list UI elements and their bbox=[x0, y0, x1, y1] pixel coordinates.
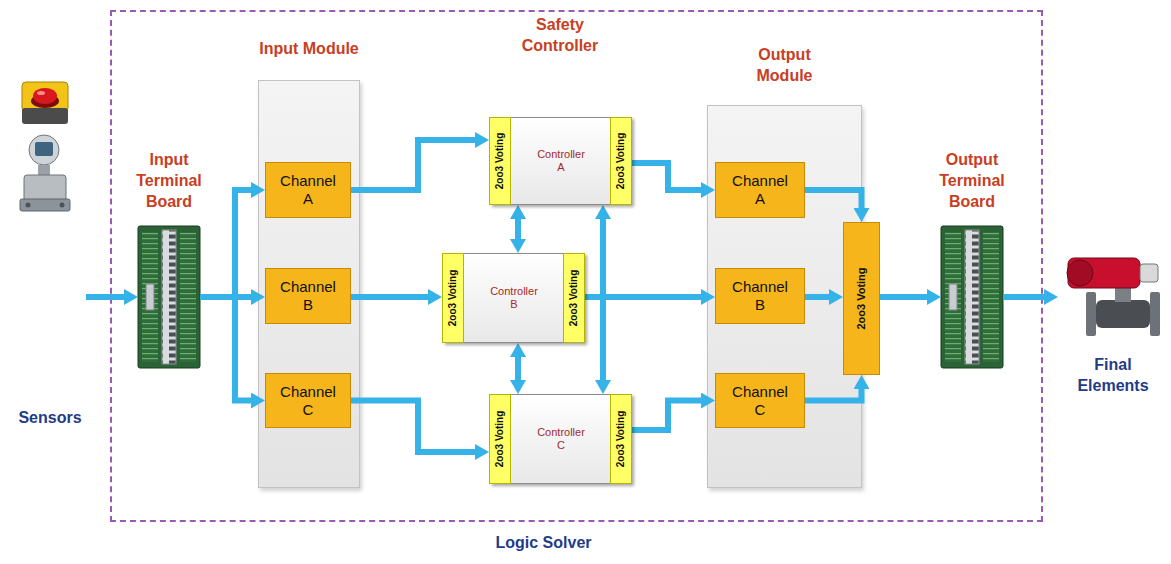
voting-label: 2oo3 Voting bbox=[615, 411, 627, 467]
voting-label: 2oo3 Voting bbox=[568, 270, 580, 326]
signal-arrow bbox=[805, 294, 831, 300]
voting-block: 2oo3 Voting bbox=[843, 222, 880, 375]
channel-box: Channel A bbox=[715, 162, 805, 218]
controller-box: Controller A 2oo3 Voting 2oo3 Voting bbox=[490, 117, 632, 205]
actuator-cylinder bbox=[1067, 260, 1093, 286]
channel-label: Channel B bbox=[280, 278, 336, 314]
transmitter-neck bbox=[38, 165, 50, 175]
module-panel: Input ModuleChannel AChannel BChannel C bbox=[258, 80, 360, 488]
channel-box: Channel B bbox=[715, 268, 805, 324]
voting-label: 2oo3 Voting bbox=[615, 133, 627, 189]
output-board-picture bbox=[941, 226, 1003, 368]
input-board-picture bbox=[138, 226, 200, 368]
voting-strip: 2oo3 Voting bbox=[442, 253, 464, 343]
module-heading: Output Module bbox=[757, 44, 813, 86]
signal-arrow bbox=[805, 387, 862, 401]
channel-label: Channel B bbox=[732, 278, 788, 314]
voting-strip: 2oo3 Voting bbox=[489, 394, 511, 484]
terminal-board: Output Terminal Board bbox=[941, 226, 1003, 368]
group-label: Final Elements bbox=[1077, 354, 1148, 396]
signal-arrow bbox=[515, 217, 521, 241]
channel-label: Channel A bbox=[280, 172, 336, 208]
pressure-transmitter bbox=[20, 135, 70, 211]
label-holder: Safety Controller bbox=[500, 14, 620, 56]
signal-arrow bbox=[585, 294, 703, 300]
group-label: Sensors bbox=[18, 407, 81, 428]
heading-holder: Input Module bbox=[179, 38, 439, 59]
controller-box: Controller B 2oo3 Voting 2oo3 Voting bbox=[443, 253, 585, 343]
voting-strip: 2oo3 Voting bbox=[489, 117, 511, 205]
section-heading: Safety Controller bbox=[519, 14, 601, 56]
transmitter-body bbox=[24, 175, 66, 201]
signal-arrow bbox=[351, 294, 430, 300]
board-label: Input Terminal Board bbox=[136, 149, 202, 212]
controller-label: Controller C bbox=[537, 426, 585, 452]
sensor-group: Sensors bbox=[14, 74, 86, 428]
signal-arrow bbox=[515, 355, 521, 382]
channel-label: Channel C bbox=[280, 383, 336, 419]
voting-label: 2oo3 Voting bbox=[447, 270, 459, 326]
final-element-group: Final Elements bbox=[1058, 250, 1168, 396]
transmitter-display bbox=[35, 142, 53, 156]
channel-box: Channel A bbox=[265, 162, 351, 218]
controller-label: Controller B bbox=[490, 285, 538, 311]
frame-label: Logic Solver bbox=[495, 532, 591, 553]
signal-arrow bbox=[200, 297, 253, 401]
signal-arrow bbox=[86, 294, 126, 300]
transmitter-flange bbox=[20, 199, 70, 211]
signal-arrow bbox=[351, 401, 477, 453]
heading-holder: Input Terminal Board bbox=[58, 149, 280, 212]
signal-arrow bbox=[805, 190, 862, 210]
voting-label: 2oo3 Voting bbox=[855, 267, 868, 329]
logic-solver-frame: Logic SolverInput Terminal BoardInput Mo… bbox=[110, 10, 1043, 522]
button-housing bbox=[22, 82, 68, 112]
board-label: Output Terminal Board bbox=[939, 149, 1005, 212]
emergency-stop-button bbox=[22, 82, 68, 124]
voting-label: 2oo3 Voting bbox=[494, 411, 506, 467]
pipe-flange bbox=[1150, 292, 1160, 336]
signal-arrow bbox=[200, 190, 253, 297]
channel-box: Channel C bbox=[265, 373, 351, 428]
signal-arrow bbox=[200, 294, 253, 300]
actuator-body bbox=[1068, 258, 1140, 288]
signal-arrow bbox=[1003, 294, 1046, 300]
valve-body bbox=[1096, 300, 1150, 328]
transmitter-head bbox=[29, 135, 59, 165]
voting-strip: 2oo3 Voting bbox=[563, 253, 585, 343]
channel-label: Channel A bbox=[732, 172, 788, 208]
heading-holder: Output Module bbox=[628, 44, 941, 86]
channel-label: Channel C bbox=[732, 383, 788, 419]
module-heading: Input Module bbox=[259, 38, 359, 59]
terminal-board: Input Terminal Board bbox=[138, 226, 200, 368]
button-shine bbox=[37, 91, 45, 95]
position-switch bbox=[1140, 264, 1158, 282]
voting-strip: 2oo3 Voting bbox=[610, 394, 632, 484]
voting-label: 2oo3 Voting bbox=[494, 133, 506, 189]
button-head bbox=[33, 88, 57, 104]
heading-holder: Logic Solver bbox=[112, 532, 975, 553]
controller-box: Controller C 2oo3 Voting 2oo3 Voting bbox=[490, 394, 632, 484]
voting-strip: 2oo3 Voting bbox=[610, 117, 632, 205]
signal-arrow bbox=[351, 140, 477, 190]
valve-actuator bbox=[1067, 258, 1160, 336]
connector-group bbox=[86, 140, 1046, 452]
channel-box: Channel C bbox=[715, 373, 805, 428]
module-panel: Output ModuleChannel AChannel BChannel C… bbox=[707, 105, 862, 488]
signal-arrow bbox=[632, 401, 703, 431]
flange-bolt bbox=[60, 203, 65, 208]
signal-arrow bbox=[880, 294, 929, 300]
controller-label: Controller A bbox=[537, 148, 585, 174]
channel-box: Channel B bbox=[265, 268, 351, 324]
heading-holder: Output Terminal Board bbox=[861, 149, 1083, 212]
signal-arrow bbox=[632, 163, 703, 190]
flange-bolt bbox=[26, 203, 31, 208]
button-base bbox=[22, 108, 68, 124]
pipe-flange bbox=[1086, 292, 1096, 336]
signal-arrow bbox=[600, 217, 606, 382]
